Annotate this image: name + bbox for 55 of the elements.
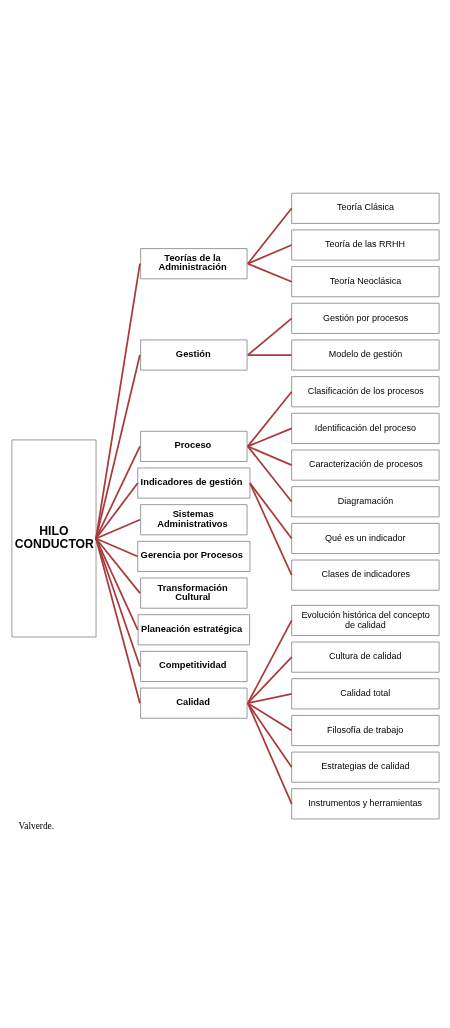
node-box: Teorías de la Administración xyxy=(139,248,247,280)
node-box: Clasificación de los procesos xyxy=(290,376,440,408)
node-box: Cultura de calidad xyxy=(290,641,440,673)
node-box: Gestión xyxy=(139,339,247,371)
connector xyxy=(246,244,293,265)
node-box: Identificación del proceso xyxy=(290,412,440,444)
connector xyxy=(246,692,293,705)
node-box: Calidad total xyxy=(290,678,440,710)
connector xyxy=(246,445,293,503)
node-box: Estrategias de calidad xyxy=(290,751,440,783)
node-box: Teoría de las RRHH xyxy=(290,229,440,261)
connector xyxy=(94,537,141,705)
connector xyxy=(246,207,293,265)
node-box: Gerencia por Procesos xyxy=(136,540,250,572)
connector xyxy=(94,482,139,540)
connector xyxy=(94,537,139,631)
connector xyxy=(246,619,293,705)
node-box: Competitividad xyxy=(139,650,247,682)
node-box: Indicadores de gestión xyxy=(136,467,250,499)
connector xyxy=(94,537,141,594)
connector xyxy=(246,656,293,705)
node-box: Caracterización de procesos xyxy=(290,449,440,481)
connector xyxy=(94,354,141,540)
node-box: Sistemas Administrativos xyxy=(139,504,247,536)
caption: Valverde. xyxy=(18,821,54,832)
connector xyxy=(246,354,293,356)
connector xyxy=(246,262,293,283)
node-box: Teoría Clásica xyxy=(290,192,440,224)
connector xyxy=(246,445,293,466)
node-box: Gestión por procesos xyxy=(290,302,440,334)
connector xyxy=(94,518,141,540)
connector xyxy=(94,445,141,540)
node-box: Teoría Neoclásica xyxy=(290,266,440,298)
connector xyxy=(246,702,293,732)
node-box: Qué es un indicador xyxy=(290,522,440,554)
node-box: Transformación Cultural xyxy=(139,577,247,609)
connector xyxy=(246,702,293,769)
node-box: Proceso xyxy=(139,430,247,462)
node-box: Instrumentos y herramientas xyxy=(290,788,440,820)
connector xyxy=(248,482,293,576)
connector xyxy=(246,702,293,805)
node-box: Clases de indicadores xyxy=(290,559,440,591)
connector xyxy=(246,390,293,448)
node-box: Evolución histórica del concepto de calidad xyxy=(290,604,440,636)
node-box: Calidad xyxy=(139,687,247,719)
node-box: Filosofía de trabajo xyxy=(290,714,440,747)
node-box: Planeación estratégica xyxy=(137,614,250,646)
connector xyxy=(94,537,141,668)
connector xyxy=(94,262,141,540)
connector xyxy=(94,537,139,558)
connector xyxy=(246,317,293,356)
node-box: Diagramación xyxy=(290,486,440,518)
node-box: Modelo de gestión xyxy=(290,339,440,371)
node-box: HILO CONDUCTOR xyxy=(10,439,96,638)
connector xyxy=(246,427,293,448)
